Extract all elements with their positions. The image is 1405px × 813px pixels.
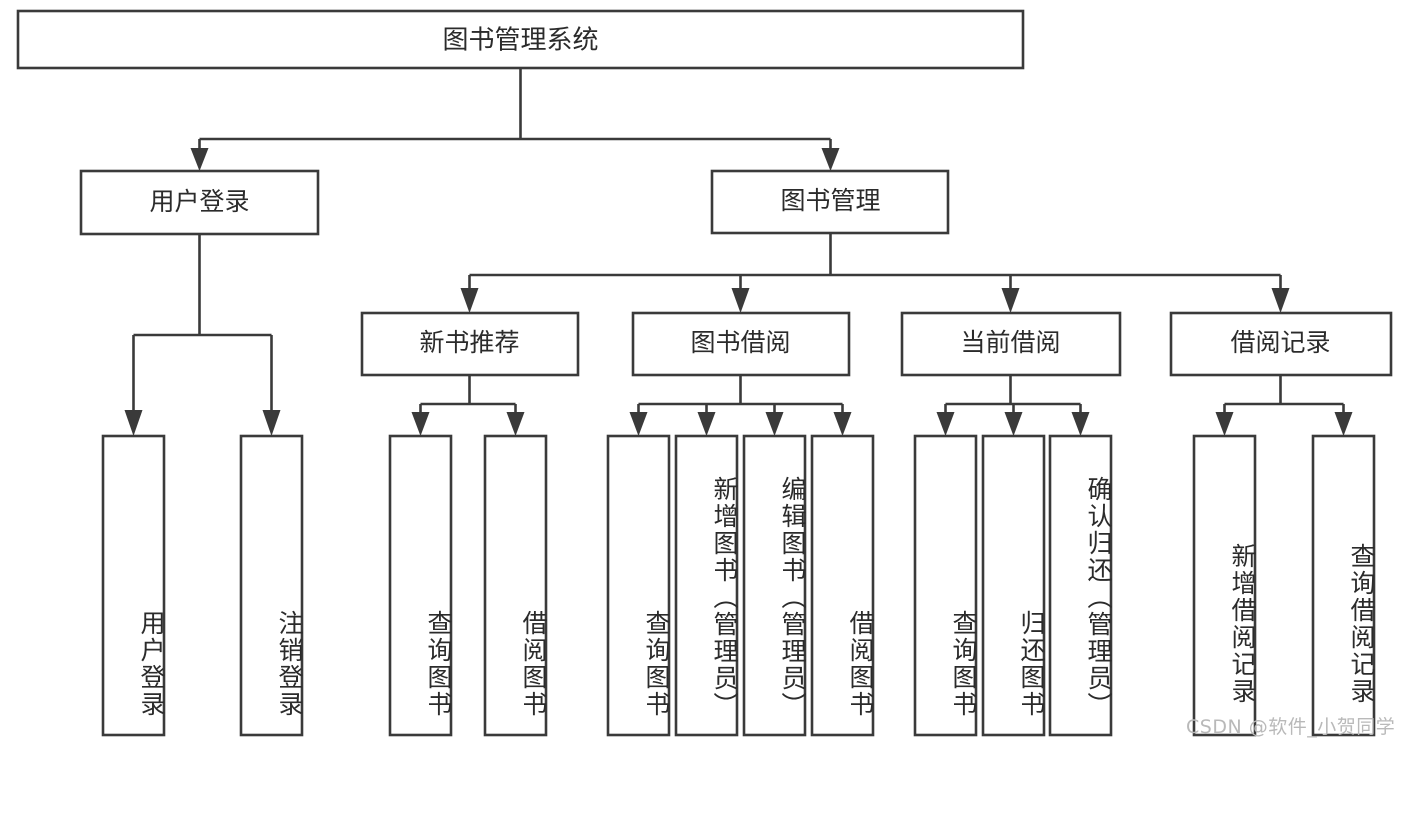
node-borrow-record-box[interactable] [1169, 311, 1393, 377]
arrow-to-leaf-borrow-book-b [833, 412, 852, 436]
node-user-login-box[interactable] [79, 169, 320, 236]
node-current-borrow-box[interactable] [900, 311, 1122, 377]
diagram-canvas: 图书管理系统 用户登录 图书管理 新书推荐 图书借阅 当前借阅 借阅记录 [16, 9, 1396, 738]
node-new-book-recommend[interactable]: 新书推荐 [360, 311, 580, 377]
arrow-to-leaf-query-book-a [411, 412, 430, 436]
arrow-to-leaf-query-book-c [936, 412, 955, 436]
node-book-manage[interactable]: 图书管理 [710, 169, 950, 235]
arrow-to-leaf-query-book-b [629, 412, 648, 436]
edges-root-to-level1 [190, 68, 840, 171]
arrow-to-leaf-add-record [1215, 412, 1234, 436]
arrow-to-borrow-record [1271, 288, 1290, 313]
node-user-login[interactable]: 用户登录 [79, 169, 320, 236]
edges-bookborrow-to-leaves [629, 375, 852, 436]
node-book-manage-label: 图书管理 [780, 186, 880, 215]
leaf-box-edit-book[interactable] [742, 434, 807, 737]
node-book-manage-box[interactable] [710, 169, 950, 235]
edges-borrowrecord-to-leaves [1215, 375, 1353, 436]
arrow-to-leaf-user-login [124, 410, 143, 436]
node-root-label: 图书管理系统 [442, 26, 598, 56]
arrow-to-user-login [190, 148, 209, 171]
arrow-to-book-borrow [731, 288, 750, 313]
edges-bookmanage-to-level2 [460, 233, 1290, 313]
leaf-box-query-record[interactable] [1311, 434, 1376, 737]
arrow-to-leaf-borrow-book-a [506, 412, 525, 436]
arrow-to-leaf-return-book [1004, 412, 1023, 436]
node-current-borrow[interactable]: 当前借阅 [900, 311, 1122, 377]
node-root-box[interactable] [16, 9, 1025, 70]
leaf-box-confirm-return[interactable] [1048, 434, 1113, 737]
arrow-to-current-borrow [1001, 288, 1020, 313]
arrow-to-book-manage [821, 148, 840, 171]
watermark-text: CSDN @软件_小贺同学 [1186, 716, 1396, 738]
node-borrow-record[interactable]: 借阅记录 [1169, 311, 1393, 377]
leaf-box-query-book-a[interactable] [388, 434, 453, 737]
leaf-box-query-book-c[interactable] [913, 434, 978, 737]
node-book-borrow-box[interactable] [631, 311, 851, 377]
leaf-box-return-book[interactable] [981, 434, 1046, 737]
node-new-book-recommend-label: 新书推荐 [419, 328, 519, 357]
arrow-to-leaf-confirm-return [1071, 412, 1090, 436]
node-book-borrow[interactable]: 图书借阅 [631, 311, 851, 377]
leaf-box-logout[interactable] [239, 434, 304, 737]
leaf-box-borrow-book-a[interactable] [483, 434, 548, 737]
arrow-to-new-book-rec [460, 288, 479, 313]
edges-userlogin-to-leaves [124, 234, 281, 436]
arrow-to-leaf-add-book [697, 412, 716, 436]
node-root[interactable]: 图书管理系统 [16, 9, 1025, 70]
edges-currentborrow-to-leaves [936, 375, 1090, 436]
leaf-box-add-record[interactable] [1192, 434, 1257, 737]
arrow-to-leaf-query-record [1334, 412, 1353, 436]
diagram-svg: 图书管理系统 用户登录 图书管理 新书推荐 图书借阅 当前借阅 借阅记录 [16, 9, 1393, 737]
arrow-to-leaf-logout [262, 410, 281, 436]
node-new-book-recommend-box[interactable] [360, 311, 580, 377]
edges-newbookrec-to-leaves [411, 375, 525, 436]
leaf-box-query-book-b[interactable] [606, 434, 671, 737]
arrow-to-leaf-edit-book [765, 412, 784, 436]
node-book-borrow-label: 图书借阅 [690, 328, 790, 357]
leaf-box-borrow-book-b[interactable] [810, 434, 875, 737]
leaf-box-add-book[interactable] [674, 434, 739, 737]
node-borrow-record-label: 借阅记录 [1230, 328, 1330, 357]
node-user-login-label: 用户登录 [149, 187, 249, 216]
leaf-box-user-login[interactable] [101, 434, 166, 737]
node-current-borrow-label: 当前借阅 [960, 328, 1060, 357]
